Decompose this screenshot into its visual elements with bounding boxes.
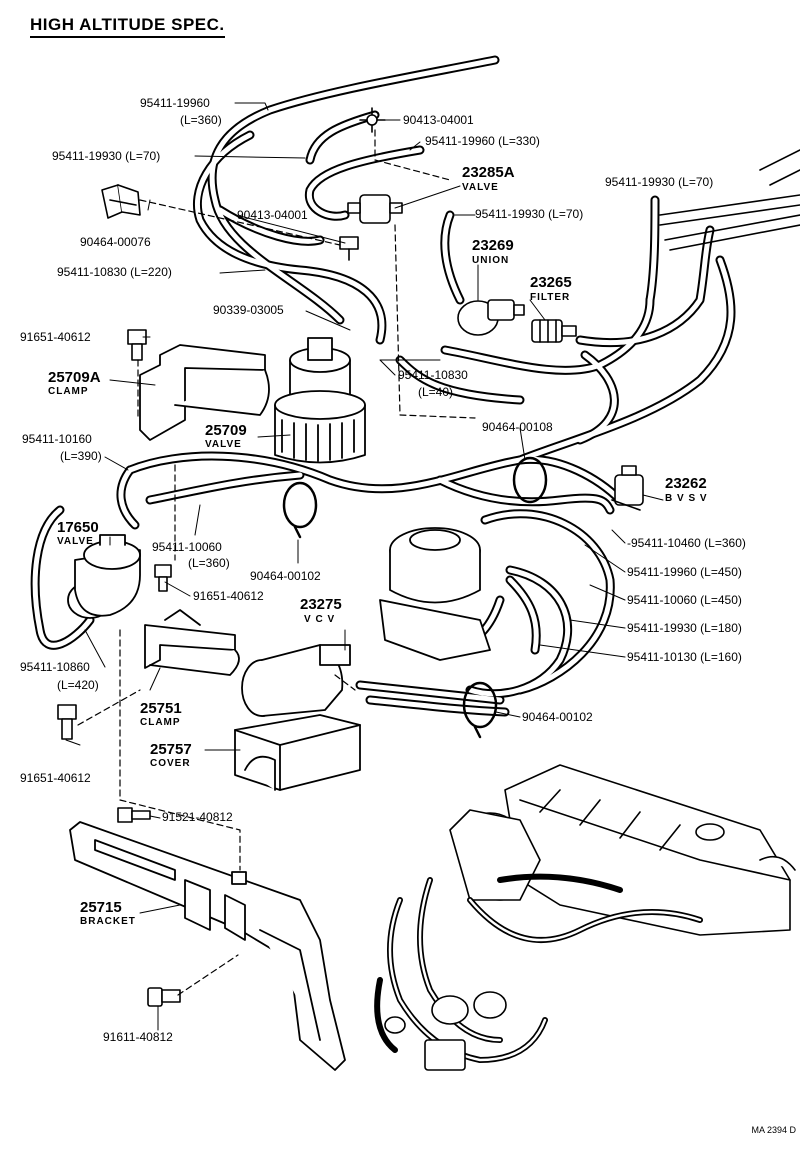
label-valve-17650-number: 17650 [57, 519, 99, 536]
union-23269-drawing [457, 299, 525, 336]
label-vcv-23275-name: V C V [304, 614, 336, 625]
label-hose-95411-10060-l360-length: (L=360) [188, 556, 230, 570]
clamp-25709a-drawing [139, 344, 270, 441]
label-hose-95411-19960-top: 95411-19960 [140, 96, 210, 110]
label-hose-95411-10830-l220: 95411-10830 (L=220) [57, 265, 172, 279]
page-title: HIGH ALTITUDE SPEC. [30, 14, 225, 38]
bolt-91651-40612-bottom [57, 704, 77, 740]
label-clamp-25751-name: CLAMP [140, 717, 181, 728]
label-clamp-25709a-name: CLAMP [48, 386, 89, 397]
label-cover-25757-number: 25757 [150, 741, 192, 758]
label-hose-95411-19960-l450: 95411-19960 (L=450) [627, 565, 742, 579]
label-clamp-25709a-number: 25709A [48, 369, 101, 386]
label-bolt-91611-40812: 91611-40812 [103, 1030, 173, 1044]
bracket-25715-drawing [69, 821, 346, 1071]
label-valve-23285a-number: 23285A [462, 164, 515, 181]
label-tee-90413-04001-top: 90413-04001 [403, 113, 474, 127]
bolt-91651-40612-middle [154, 564, 172, 592]
label-filter-23265-number: 23265 [530, 274, 572, 291]
label-clip-90464-00102-upper: 90464-00102 [250, 569, 321, 583]
tee-fitting-top [359, 107, 386, 133]
label-hose-95411-10830-l40: 95411-10830 [398, 368, 468, 382]
filter-23265-drawing [531, 319, 577, 343]
engine-lower-parts [384, 991, 507, 1071]
engine-wiring-inner [388, 878, 702, 1062]
label-hose-95411-19930-l70-right: 95411-19930 (L=70) [605, 175, 714, 189]
label-valve-25709-name: VALVE [205, 439, 242, 450]
label-bolt-91651-40612-top: 91651-40612 [20, 330, 91, 344]
label-hose-95411-10830-l40-length: (L=40) [418, 385, 454, 399]
drawing-code: MA 2394 D [751, 1125, 796, 1135]
label-hose-95411-10460-l360: -95411-10460 (L=360) [627, 536, 746, 550]
engine-assembly-drawing [449, 764, 796, 936]
label-clip-90464-00108: 90464-00108 [482, 420, 553, 434]
label-bracket-25715-number: 25715 [80, 899, 122, 916]
label-union-23269-name: UNION [472, 255, 510, 266]
cover-25757-drawing [234, 714, 361, 791]
label-gasket-90339-03005: 90339-03005 [213, 303, 284, 317]
label-hose-95411-10060-l360: 95411-10060 [152, 540, 222, 554]
label-cover-25757-name: COVER [150, 758, 191, 769]
label-hose-95411-19930-l70-center: 95411-19930 (L=70) [475, 207, 584, 221]
dashed-assembly-lines [77, 129, 476, 996]
label-bracket-25715-name: BRACKET [80, 916, 136, 927]
label-hose-95411-10860-length: (L=420) [57, 678, 99, 692]
label-clip-90464-00076: 90464-00076 [80, 235, 151, 249]
valve-17650-drawing [67, 534, 141, 619]
vcv-23275-drawing [241, 644, 351, 717]
label-valve-17650-name: VALVE [57, 536, 94, 547]
vacuum-hoses [30, 55, 800, 717]
label-hose-95411-10860: 95411-10860 [20, 660, 90, 674]
label-union-23269-number: 23269 [472, 237, 514, 254]
clamp-25751-drawing [144, 609, 240, 676]
clip-90464-00076-drawing [101, 184, 141, 219]
label-clamp-25751-number: 25751 [140, 700, 182, 717]
label-bolt-91521-40812: 91521-40812 [162, 810, 233, 824]
label-bvsv-23262-number: 23262 [665, 475, 707, 492]
label-bolt-91651-40612-bottom: 91651-40612 [20, 771, 91, 785]
label-hose-95411-10160-length: (L=390) [60, 449, 102, 463]
label-valve-23285a-name: VALVE [462, 182, 499, 193]
leader-lines [65, 102, 664, 1031]
label-valve-25709-number: 25709 [205, 422, 247, 439]
valve-23285a-drawing [347, 194, 403, 224]
egr-valve-drawing [379, 527, 491, 661]
label-hose-95411-19930-l70-left: 95411-19930 (L=70) [52, 149, 161, 163]
label-hose-95411-10060-l450: 95411-10060 (L=450) [627, 593, 742, 607]
label-hose-95411-19930-l180: 95411-19930 (L=180) [627, 621, 742, 635]
label-hose-95411-10160: 95411-10160 [22, 432, 92, 446]
label-clip-90464-00102-lower: 90464-00102 [522, 710, 593, 724]
valve-25709-drawing [274, 337, 366, 464]
bolt-91611-40812-drawing [147, 987, 181, 1007]
bvsv-23262-drawing [611, 465, 644, 511]
label-hose-95411-19960-l330: 95411-19960 (L=330) [425, 134, 540, 148]
bolt-91521-40812-drawing [117, 807, 151, 823]
label-bvsv-23262-name: B V S V [665, 493, 708, 504]
label-tee-90413-04001-middle: 90413-04001 [237, 208, 308, 222]
label-bolt-91651-40612-middle: 91651-40612 [193, 589, 264, 603]
label-hose-95411-10130-l160: 95411-10130 (L=160) [627, 650, 742, 664]
label-hose-95411-19960-top-length: (L=360) [180, 113, 222, 127]
label-vcv-23275-number: 23275 [300, 596, 342, 613]
label-filter-23265-name: FILTER [530, 292, 571, 303]
hose-clips [282, 456, 548, 739]
bolt-91651-40612-top [127, 329, 147, 361]
tee-fitting-middle [339, 236, 359, 261]
